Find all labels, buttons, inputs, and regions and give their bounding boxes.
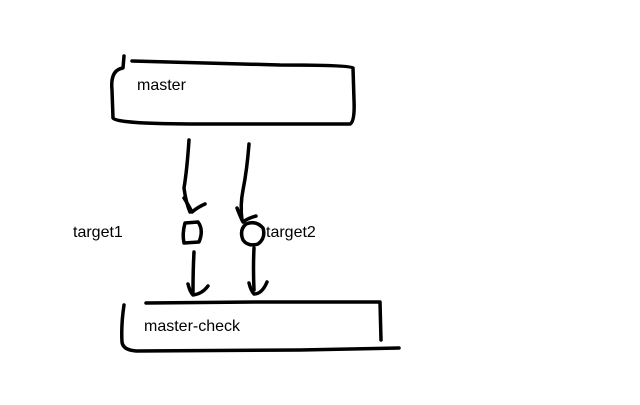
node-target2-circle [239, 220, 266, 247]
edge-target2-master-check-arrowhead [247, 280, 269, 296]
node-master: master [109, 54, 356, 126]
node-master-check-label: master-check [144, 318, 241, 335]
edge-master-target2-arrowhead [235, 206, 258, 224]
node-target1: target1 [73, 220, 203, 245]
edge-master-target1-arrowhead [182, 196, 207, 214]
node-master-check: master-check [120, 300, 401, 353]
node-master-label: master [137, 77, 187, 94]
edge-target1-master-check-arrowhead [186, 282, 210, 297]
node-target2-label: target2 [266, 224, 316, 241]
edge-master-target1 [182, 138, 207, 214]
node-target1-label: target1 [73, 224, 123, 241]
edge-target1-master-check [186, 250, 210, 297]
node-master-box [109, 54, 356, 126]
edge-master-target2 [235, 142, 258, 224]
edge-target2-master-check [247, 246, 269, 296]
node-master-check-box [120, 300, 401, 353]
edge-master-target2-line [239, 142, 251, 222]
edge-target2-master-check-line [251, 246, 256, 292]
edge-target1-master-check-line [191, 250, 196, 294]
node-target1-circle [181, 220, 203, 245]
node-target2: target2 [239, 220, 316, 247]
